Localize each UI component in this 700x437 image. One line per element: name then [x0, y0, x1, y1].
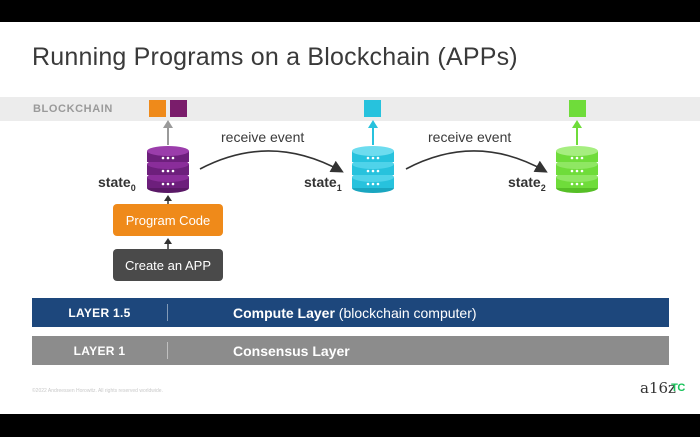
layer-1-5-divider	[167, 304, 168, 321]
block-cyan	[364, 100, 381, 117]
bottom-letterbox	[0, 414, 700, 437]
layer-1-bar: LAYER 1 Consensus Layer	[32, 336, 669, 365]
program-code-box: Program Code	[113, 204, 223, 236]
edge-label-receive-event-2: receive event	[428, 129, 512, 145]
create-app-box: Create an APP	[113, 249, 223, 281]
techcrunch-subscribe-badge[interactable]: TC SUBSCRIBE	[665, 382, 691, 399]
layer-1-divider	[167, 342, 168, 359]
subscribe-label: SUBSCRIBE	[665, 394, 691, 399]
event-arrow-1-to-2	[405, 150, 548, 173]
database-icon-state0	[147, 146, 189, 193]
blockchain-label: BLOCKCHAIN	[33, 103, 113, 115]
state-label-1: state1	[304, 174, 342, 193]
arrow-state1-to-block	[368, 120, 378, 145]
slide: Running Programs on a Blockchain (APPs) …	[0, 22, 700, 414]
layer-1-tag: LAYER 1	[73, 343, 126, 358]
slide-title: Running Programs on a Blockchain (APPs)	[32, 43, 518, 71]
block-purple	[170, 100, 187, 117]
arrow-program-to-state0	[164, 195, 172, 204]
state-label-2: state2	[508, 174, 546, 193]
layer-1-5-tag: LAYER 1.5	[68, 305, 131, 320]
state-diagram	[147, 120, 598, 249]
block-orange	[149, 100, 166, 117]
arrow-state2-to-block	[572, 120, 582, 145]
edge-label-receive-event-1: receive event	[221, 129, 305, 145]
copyright-text: ©2022 Andreessen Horowitz. All rights re…	[32, 388, 163, 394]
tc-logo-icon: TC	[671, 382, 685, 394]
layer-1-5-bar: LAYER 1.5 Compute Layer (blockchain comp…	[32, 298, 669, 327]
a16z-logo: a16z	[640, 379, 676, 397]
layer-1-5-name: Compute Layer (blockchain computer)	[233, 304, 477, 321]
block-green	[569, 100, 586, 117]
state-label-0: state0	[98, 174, 136, 193]
layer-1-name: Consensus Layer	[233, 342, 350, 359]
database-icon-state2	[556, 146, 598, 193]
top-letterbox	[0, 0, 700, 22]
database-icon-state1	[352, 146, 394, 193]
event-arrow-0-to-1	[199, 150, 344, 173]
arrow-create-to-program	[164, 238, 172, 249]
arrow-state0-to-block	[163, 120, 173, 145]
